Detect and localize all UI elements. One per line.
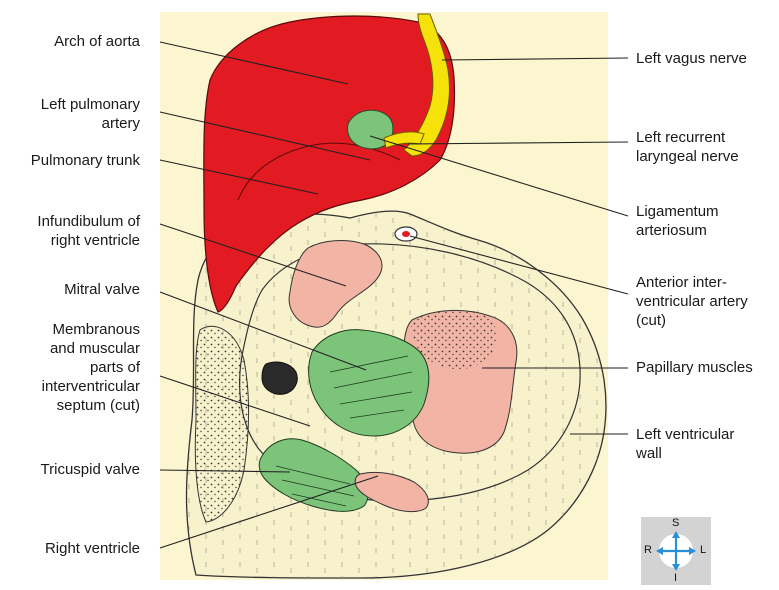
label-anterior-interventricular-artery: Anterior inter- ventricular artery (cut) bbox=[636, 273, 748, 330]
label-left-vagus-nerve: Left vagus nerve bbox=[636, 49, 747, 68]
compass-left: L bbox=[700, 544, 706, 556]
label-mitral-valve: Mitral valve bbox=[64, 280, 140, 299]
label-right-ventricle: Right ventricle bbox=[45, 539, 140, 558]
orientation-compass: S I R L bbox=[641, 517, 711, 585]
compass-superior: S bbox=[672, 517, 679, 529]
label-tricuspid-valve: Tricuspid valve bbox=[41, 460, 140, 479]
label-left-pulmonary-artery: Left pulmonary artery bbox=[41, 95, 140, 133]
artery-lumen bbox=[402, 231, 410, 237]
compass-inferior: I bbox=[674, 572, 677, 584]
label-left-recurrent-laryngeal-nerve: Left recurrent laryngeal nerve bbox=[636, 128, 739, 166]
label-ligamentum-arteriosum: Ligamentum arteriosum bbox=[636, 202, 719, 240]
label-septum: Membranous and muscular parts of interve… bbox=[42, 320, 140, 415]
label-papillary-muscles: Papillary muscles bbox=[636, 358, 753, 377]
label-arch-of-aorta: Arch of aorta bbox=[54, 32, 140, 51]
interventricular-septum-cut bbox=[262, 362, 297, 394]
label-infundibulum: Infundibulum of right ventricle bbox=[37, 212, 140, 250]
label-pulmonary-trunk: Pulmonary trunk bbox=[31, 151, 140, 170]
compass-right: R bbox=[644, 544, 652, 556]
label-left-ventricular-wall: Left ventricular wall bbox=[636, 425, 734, 463]
